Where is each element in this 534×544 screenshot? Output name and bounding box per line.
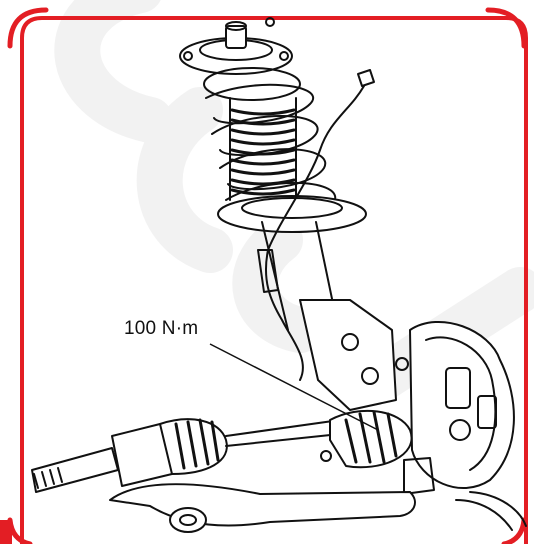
frame-corner-block xyxy=(0,520,12,544)
callout-leader-line xyxy=(209,343,379,431)
torque-callout-label: 100 N·m xyxy=(124,318,199,339)
strut-assembly xyxy=(31,17,527,533)
frame-border xyxy=(20,16,528,544)
frame-corners xyxy=(7,7,527,544)
